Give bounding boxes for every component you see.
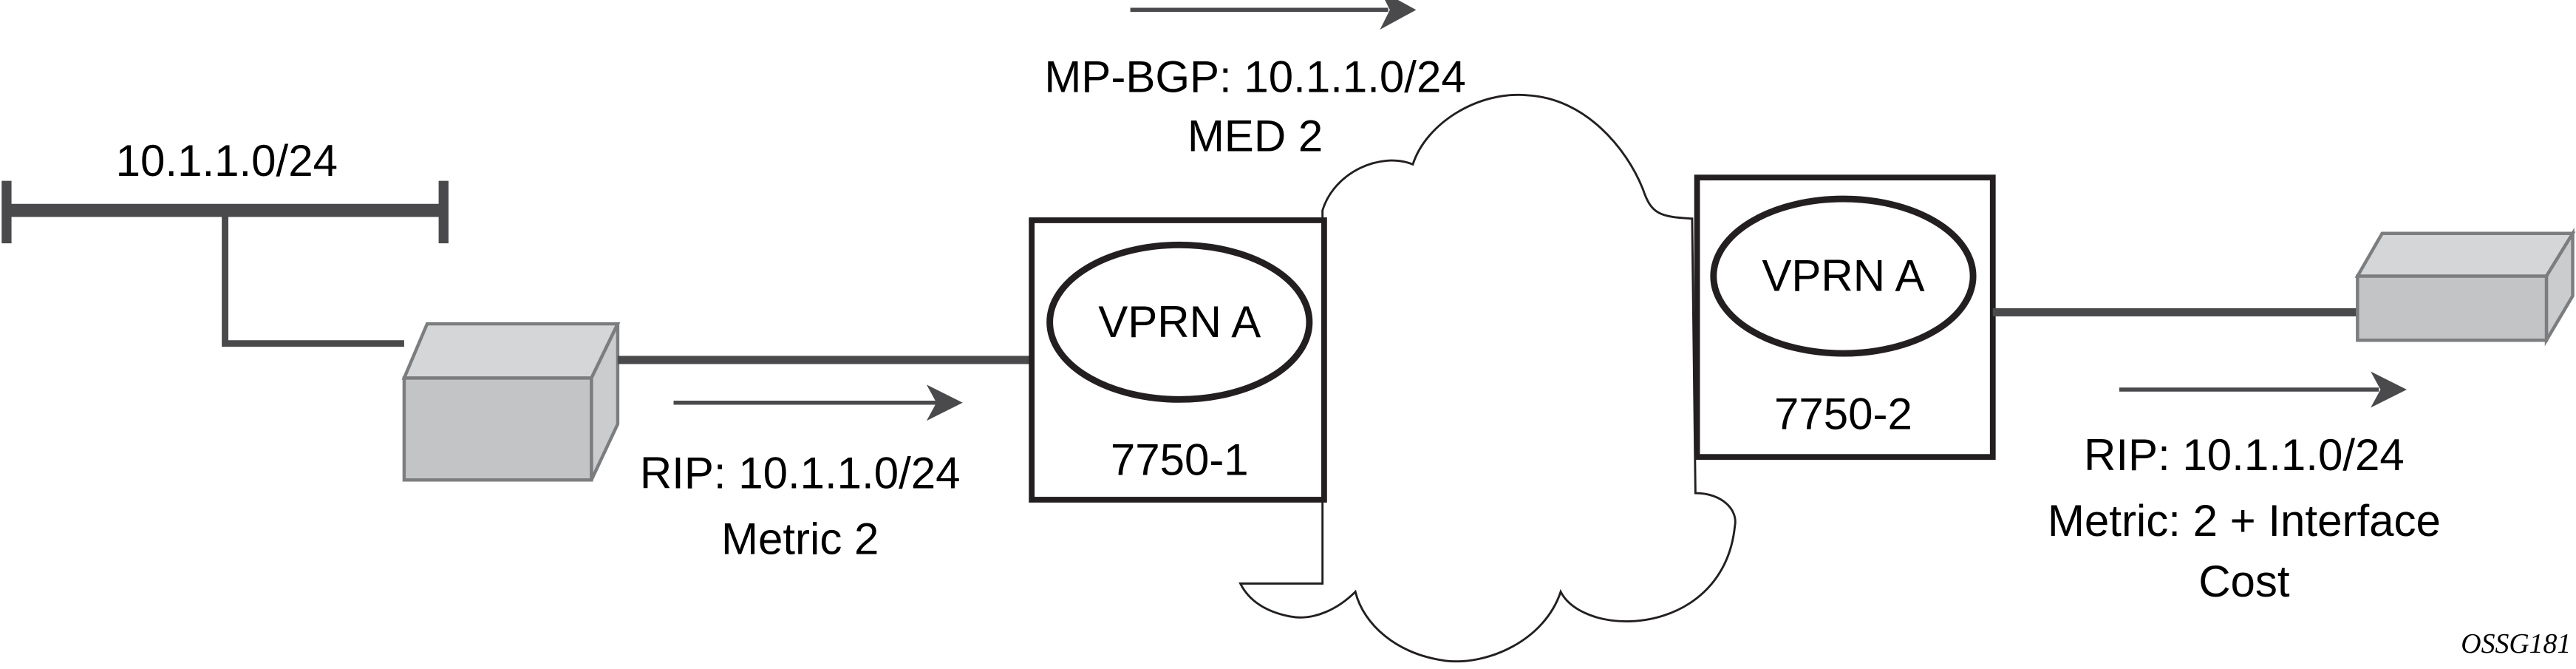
vprn-a-instance-1[interactable]	[1046, 241, 1313, 403]
bgp-annotation-line2: MED 2	[1188, 112, 1323, 161]
figure-id: OSSG181	[2461, 628, 2571, 659]
arrow-rip-in	[673, 384, 963, 421]
vprn-label-2: VPRN A	[1762, 251, 1924, 301]
vprn-label-1: VPRN A	[1098, 297, 1261, 347]
rip-in-annotation-line1: RIP: 10.1.1.0/24	[640, 448, 961, 497]
subnet-label: 10.1.1.0/24	[116, 136, 338, 186]
rip-out-annotation-line1: RIP: 10.1.1.0/24	[2084, 430, 2405, 480]
ce-device-left[interactable]	[401, 322, 621, 482]
router-name-2: 7750-2	[1774, 389, 1912, 438]
lan-drop-link	[222, 214, 404, 347]
router-7750-1[interactable]: VPRN A 7750-1	[1029, 217, 1327, 503]
arrow-rip-out	[2119, 371, 2408, 408]
router-7750-2[interactable]: VPRN A 7750-2	[1694, 174, 1996, 461]
bgp-annotation-line1: MP-BGP: 10.1.1.0/24	[1044, 52, 1465, 102]
rip-in-annotation-line2: Metric 2	[721, 514, 879, 563]
router-name-1: 7750-1	[1111, 435, 1249, 485]
core-network-cloud	[1238, 93, 1737, 663]
rip-out-annotation-line2: Metric: 2 + Interface	[2048, 496, 2441, 546]
rip-out-annotation-line3: Cost	[2198, 557, 2290, 606]
ce-device-right[interactable]	[2354, 227, 2576, 347]
arrow-bgp	[1130, 0, 1417, 30]
vprn-a-instance-2[interactable]	[1710, 195, 1977, 357]
